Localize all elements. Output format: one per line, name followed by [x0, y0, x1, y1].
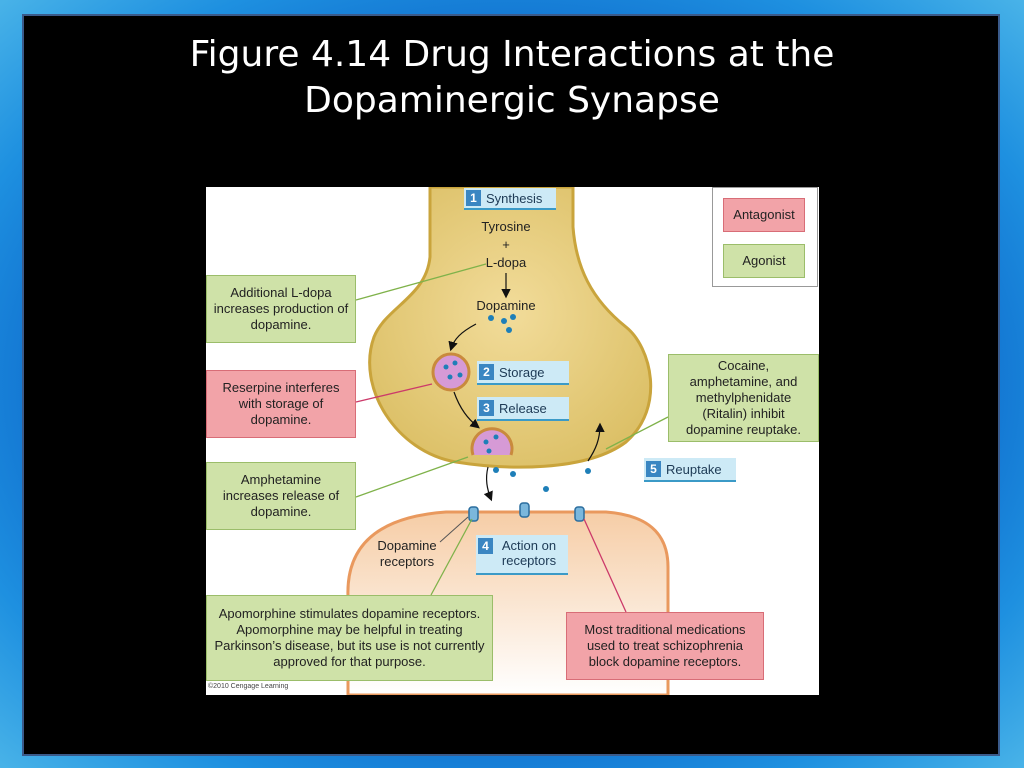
vesicle-dopamine — [483, 439, 489, 445]
dopamine-receptor — [468, 502, 585, 522]
connector-line — [355, 456, 469, 498]
cocaine-box: Cocaine, amphetamine, and methylphenidat… — [668, 354, 819, 442]
ldopa-label: L-dopa — [485, 255, 527, 270]
plus-label: + — [502, 237, 510, 252]
diffusion-arrow — [483, 466, 493, 502]
dopamine-molecule — [488, 315, 494, 321]
storage-arrow — [448, 323, 477, 352]
dopamine-molecule — [493, 467, 499, 473]
reserpine-box: Reserpine interferes with storage of dop… — [206, 370, 356, 438]
dopamine-receptors-label: Dopamine receptors — [377, 538, 437, 569]
vesicle-dopamine — [443, 364, 449, 370]
step-number: 3 — [479, 400, 494, 416]
dopamine-molecule — [585, 468, 591, 474]
vesicle-dopamine — [486, 448, 492, 454]
step-label: Reuptake — [666, 461, 722, 477]
vesicle-dopamine — [493, 434, 499, 440]
step-label: Storage — [499, 364, 545, 380]
legend-antagonist: Antagonist — [723, 198, 805, 232]
copyright-text: ©2010 Cengage Learning — [208, 683, 289, 690]
dopamine-molecule — [506, 327, 512, 333]
apomorphine-box: Apomorphine stimulates dopamine receptor… — [206, 595, 493, 681]
legend: Antagonist Agonist — [712, 187, 818, 287]
slide-title: Figure 4.14 Drug Interactions at the Dop… — [189, 34, 835, 121]
connector-line — [430, 518, 473, 596]
step-reuptake: 5 Reuptake — [644, 458, 736, 482]
storage-vesicle — [431, 352, 471, 392]
step-number: 5 — [646, 461, 661, 477]
connector-line — [583, 518, 627, 613]
amphetamine-box: Amphetamine increases release of dopamin… — [206, 462, 356, 530]
dopamine-molecule — [510, 471, 516, 477]
step-number: 1 — [466, 190, 481, 206]
tyrosine-label: Tyrosine — [481, 219, 531, 234]
traditional-medications-box: Most traditional medications used to tre… — [566, 612, 764, 680]
step-number: 4 — [478, 538, 493, 554]
step-label: Action on receptors — [501, 538, 557, 568]
step-synthesis: 1 Synthesis — [464, 188, 556, 210]
dopamine-molecule — [543, 486, 549, 492]
legend-agonist: Agonist — [723, 244, 805, 278]
step-action-on-receptors: 4 Action on receptors — [476, 535, 568, 575]
release-arrow — [453, 391, 480, 429]
connector-line — [355, 263, 487, 301]
connector-line — [355, 383, 433, 403]
connector-line — [439, 516, 469, 543]
ldopa-box: Additional L-dopa increases production o… — [206, 275, 356, 343]
vesicle-dopamine — [457, 372, 463, 378]
step-storage: 2 Storage — [477, 361, 569, 385]
connector-line — [605, 416, 669, 450]
dopamine-molecule — [501, 318, 507, 324]
vesicle-dopamine — [452, 360, 458, 366]
step-number: 2 — [479, 364, 494, 380]
step-label: Synthesis — [486, 190, 543, 206]
synapse-figure: Antagonist Agonist 1 Synthesis 2 Storage… — [206, 187, 819, 695]
vesicle-dopamine — [447, 374, 453, 380]
dopamine-label: Dopamine — [476, 298, 536, 313]
release-vesicle — [470, 427, 514, 456]
dopamine-molecule — [510, 314, 516, 320]
step-release: 3 Release — [477, 397, 569, 421]
presynaptic-terminal — [368, 187, 653, 469]
step-label: Release — [499, 400, 547, 416]
reuptake-arrow — [587, 422, 605, 462]
